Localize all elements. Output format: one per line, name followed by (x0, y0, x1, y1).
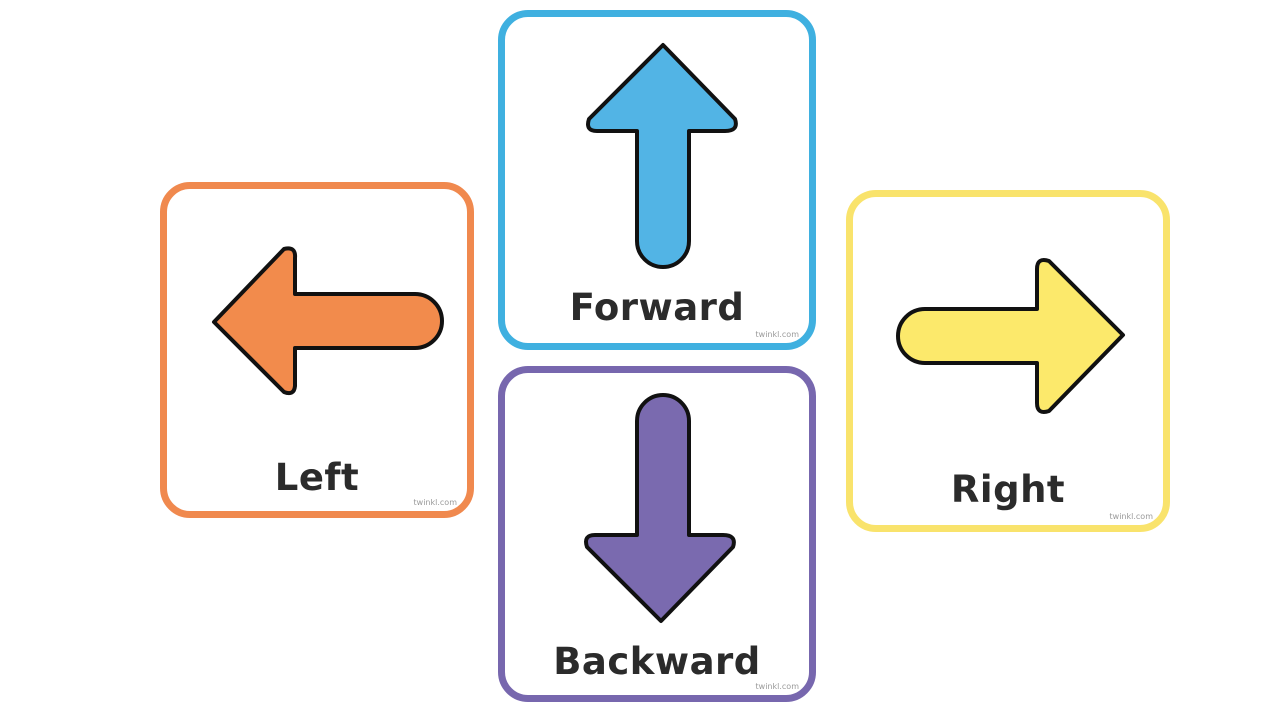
arrow-up-icon (586, 43, 738, 269)
watermark-forward: twinkl.com (755, 330, 799, 339)
card-backward[interactable]: Backward twinkl.com (498, 366, 816, 702)
arrow-right-shape (896, 258, 1125, 414)
watermark-left: twinkl.com (413, 498, 457, 507)
card-label-right: Right (950, 468, 1066, 511)
card-forward[interactable]: Forward twinkl.com (498, 10, 816, 350)
watermark-backward: twinkl.com (755, 682, 799, 691)
card-label-backward: Backward (553, 640, 761, 683)
arrow-right-icon (896, 258, 1125, 414)
arrow-left-icon (212, 246, 444, 396)
arrow-up-shape (586, 43, 738, 269)
card-label-left: Left (274, 456, 360, 499)
arrow-down-shape (584, 393, 736, 623)
arrow-left-shape (212, 246, 444, 396)
card-left[interactable]: Left twinkl.com (160, 182, 474, 518)
arrow-down-icon (584, 393, 736, 623)
card-right[interactable]: Right twinkl.com (846, 190, 1170, 532)
watermark-right: twinkl.com (1109, 512, 1153, 521)
card-label-forward: Forward (569, 286, 745, 329)
